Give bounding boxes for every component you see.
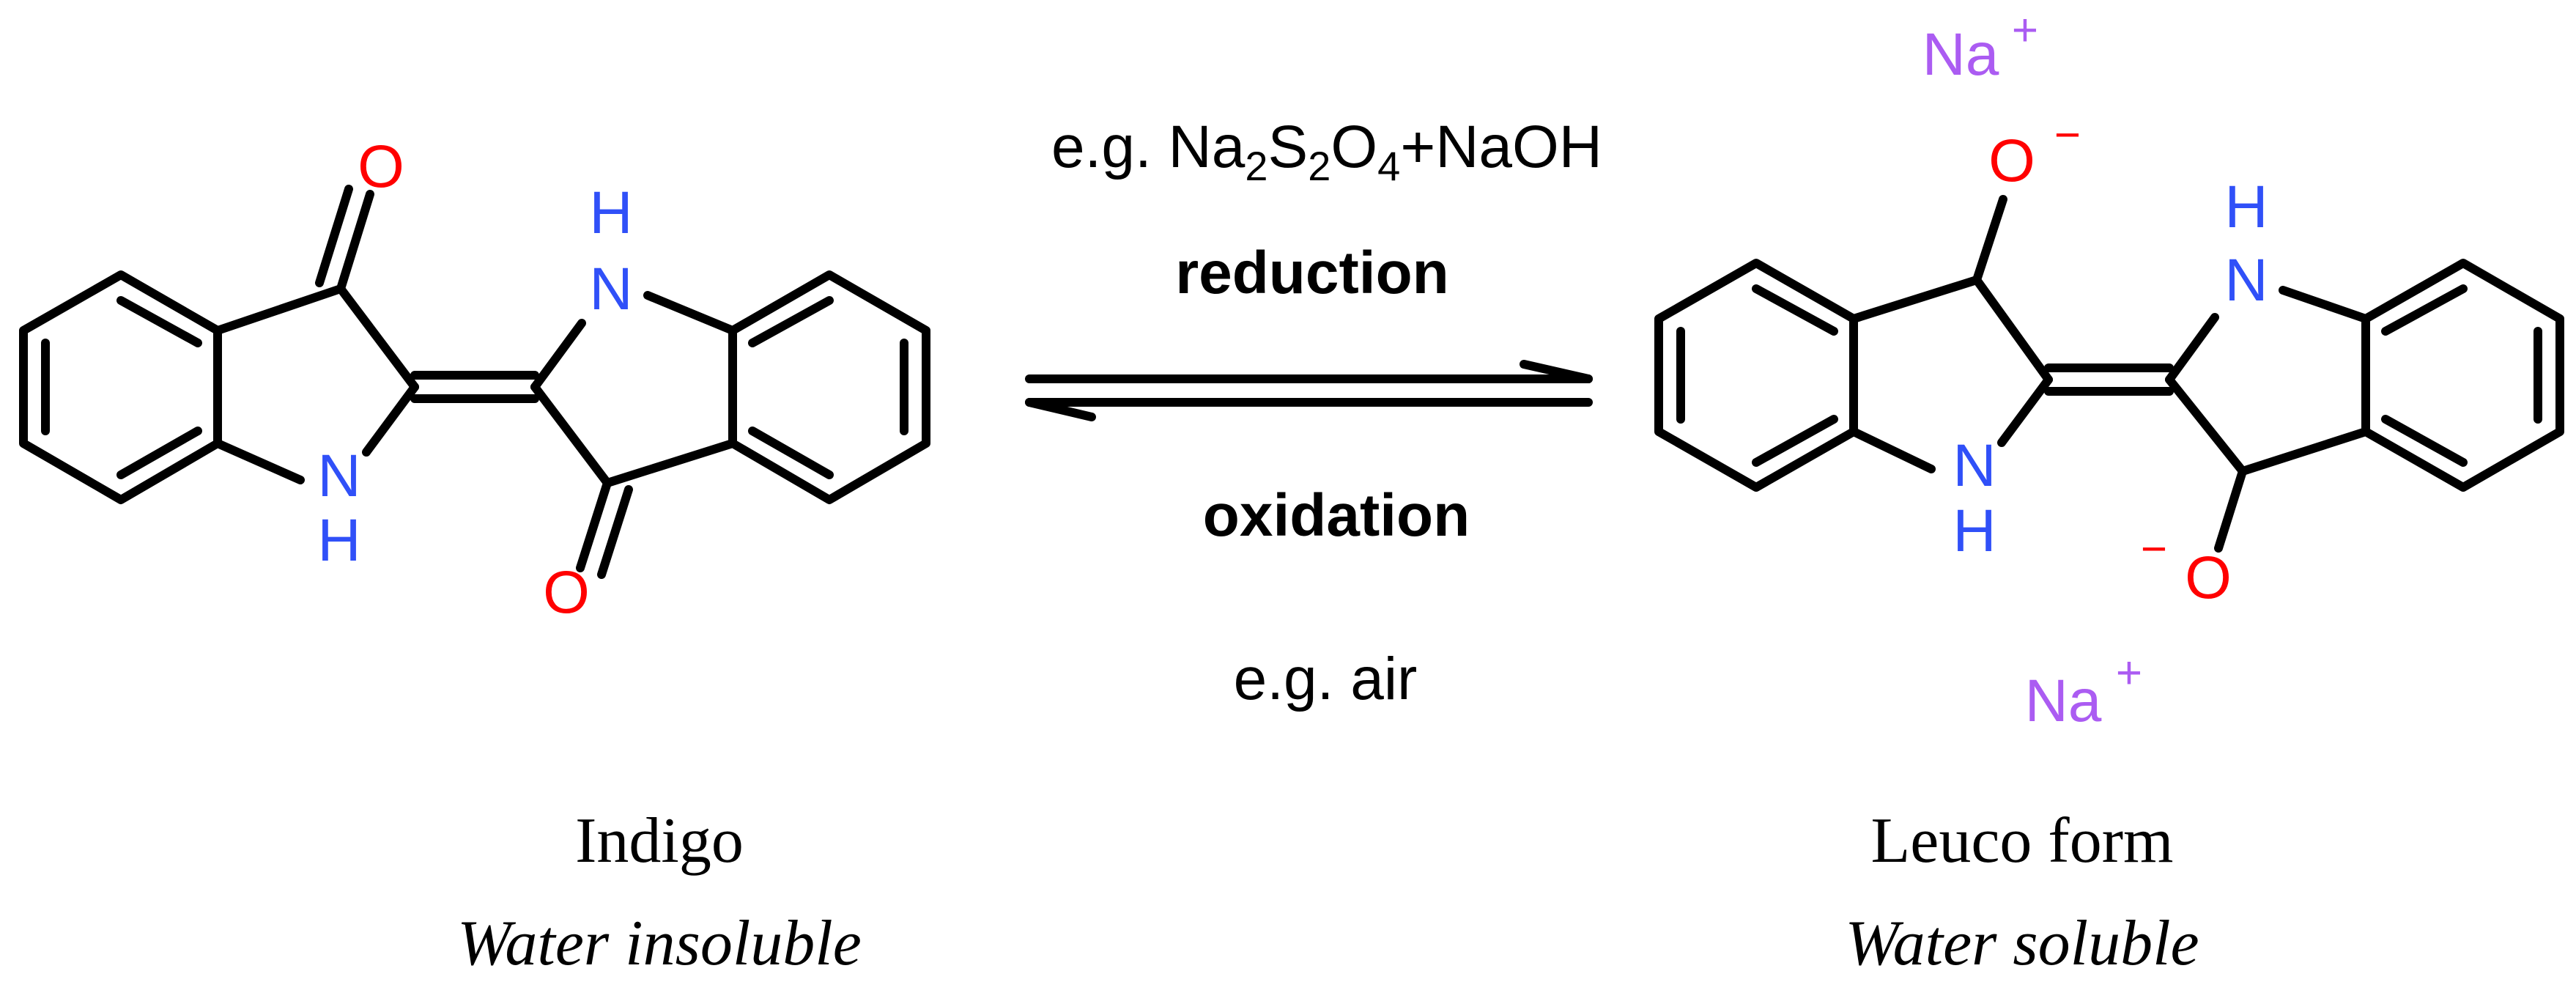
indigo-nitrogen-top-h: H (589, 180, 632, 246)
leuco-nitrogen-top: N (2224, 247, 2268, 314)
indigo-bonds (19, 185, 930, 579)
oxidation-label: oxidation (1203, 482, 1470, 549)
indigo-molecule: O H N N H O (19, 133, 930, 626)
leuco-nitrogen-bottom: N (1953, 432, 1996, 499)
indigo-subcaption: Water insoluble (457, 908, 862, 979)
equilibrium-arrows (1025, 360, 1593, 421)
leuco-oxygen-bottom-charge: − (2141, 524, 2167, 575)
oxidizing-agent-label: e.g. air (1234, 646, 1418, 712)
leuco-oxygen-bottom: O (2185, 544, 2232, 611)
leuco-caption: Leuco form (1871, 805, 2174, 876)
leuco-sodium-bottom-charge: + (2116, 648, 2142, 698)
leuco-sodium-top-charge: + (2012, 5, 2038, 56)
reduction-label: reduction (1175, 240, 1449, 306)
indigo-oxygen-top: O (358, 133, 404, 200)
leuco-sodium-top: Na (1922, 21, 1999, 88)
indigo-nitrogen-bottom: N (317, 443, 360, 509)
leuco-molecule: Na + O − H N N H − O Na + (1654, 5, 2564, 734)
forward-arrow (1025, 360, 1593, 383)
leuco-bonds (1654, 195, 2564, 553)
indigo-caption: Indigo (575, 805, 744, 876)
indigo-nitrogen-bottom-h: H (317, 507, 360, 574)
leuco-oxygen-top-charge: − (2054, 110, 2081, 160)
leuco-subcaption: Water soluble (1845, 908, 2199, 979)
leuco-sodium-bottom: Na (2025, 668, 2102, 734)
leuco-nitrogen-bottom-h: H (1953, 498, 1996, 564)
leuco-oxygen-top: O (1988, 128, 2035, 194)
indigo-oxygen-bottom: O (543, 559, 590, 626)
leuco-nitrogen-top-h: H (2224, 174, 2268, 240)
indigo-nitrogen-top: N (589, 256, 632, 322)
reverse-arrow (1025, 398, 1593, 421)
reducing-agent-label: e.g. Na2S2O4+NaOH (1051, 114, 1602, 189)
